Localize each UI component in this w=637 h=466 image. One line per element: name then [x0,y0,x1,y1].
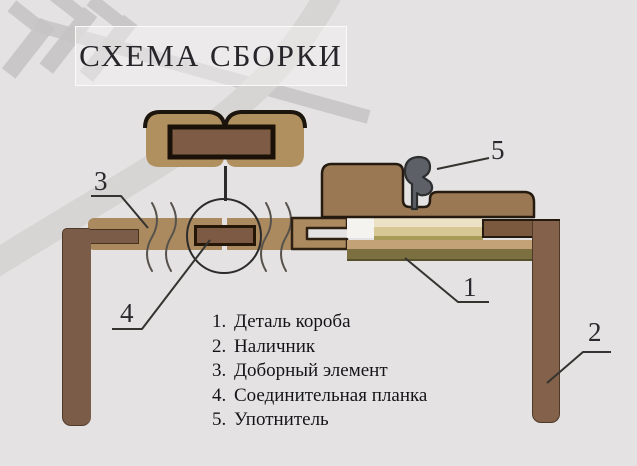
legend-num: 5. [212,409,227,431]
casing-left [62,228,91,426]
joint-detail [143,110,307,167]
legend-label: Деталь короба [234,311,351,333]
callout-3: 3 [94,166,108,196]
casing-right-bar [532,221,560,423]
legend-item-4: 4. Соединительная планка [212,384,427,409]
legend-label: Употнитель [234,409,329,431]
legend-label: Доборный элемент [234,360,388,382]
leader-line-4 [112,239,211,330]
page-title: СХЕМА СБОРКИ [79,38,343,73]
layer-khaki [374,227,483,236]
callout-4: 4 [120,298,134,328]
break-line-1 [146,202,158,272]
joint-top-edge-left [143,110,227,130]
callout-1: 1 [463,272,477,302]
legend-num: 2. [212,335,227,357]
layer-olive [347,249,534,261]
layer-cream [374,217,483,227]
frame-block-path [320,162,536,219]
break-line-3 [260,202,272,272]
joint-connecting-strip [167,124,276,160]
legend-num: 1. [212,311,227,333]
legend: 1. Деталь короба 2. Наличник 3. Доборный… [212,310,427,433]
legend-item-2: 2. Наличник [212,335,427,360]
callout-2: 2 [588,317,602,347]
layer-tan [347,240,534,249]
break-line-2 [165,202,177,272]
layer-dark-khaki [374,236,483,240]
leader-line-3 [91,195,149,229]
legend-item-5: 5. Употнитель [212,408,427,433]
legend-num: 3. [212,360,227,382]
leader-line-1 [404,257,489,303]
break-line-4 [280,202,292,272]
casing-tongue [88,229,139,244]
callout-5: 5 [491,135,505,165]
seal-profile-path [403,155,434,211]
leader-line-5 [436,157,490,170]
joint-top-edge-right [223,110,307,130]
watermark-swoosh [0,0,341,277]
legend-item-1: 1. Деталь короба [212,310,427,335]
detail-connector-line [224,166,227,201]
legend-num: 4. [212,384,227,406]
leader-line-2 [546,351,611,384]
zoom-circle [186,198,262,274]
frame-block [320,162,536,219]
watermark-diagonal-bar [34,18,371,124]
legend-item-3: 3. Доборный элемент [212,359,427,384]
seal [403,155,434,211]
legend-label: Наличник [234,335,316,357]
title-box: СХЕМА СБОРКИ [75,26,347,86]
legend-label: Соединительная планка [234,384,428,406]
